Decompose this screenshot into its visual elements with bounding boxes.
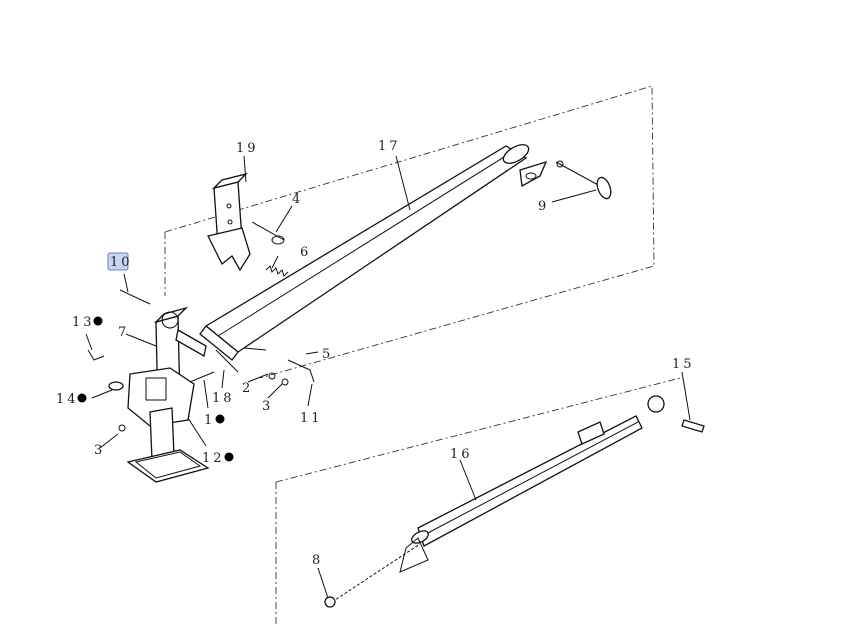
- leader-line: [91, 389, 113, 399]
- leader-line: [551, 189, 597, 203]
- mount-bracket: [207, 172, 251, 272]
- callout-1: 1: [204, 413, 215, 428]
- callout-5: 5: [322, 347, 333, 362]
- callout-11: 11: [300, 411, 323, 426]
- bushing: [108, 381, 124, 391]
- pin: [215, 349, 239, 373]
- callout-14: 14: [56, 392, 79, 407]
- leader-line: [307, 383, 313, 407]
- optional-marker-dot: [224, 452, 234, 462]
- leader-line: [681, 371, 691, 421]
- chain-tube: [399, 395, 665, 573]
- bolt: [189, 371, 215, 383]
- leader-line: [123, 273, 129, 293]
- callout-15: 15: [672, 357, 695, 372]
- assembly-outline-lower: [275, 377, 681, 625]
- leader-line: [243, 155, 247, 183]
- callout-17: 17: [378, 139, 401, 154]
- lynch-pin: [251, 221, 285, 245]
- safety-chain: [331, 543, 421, 603]
- leader-line: [203, 379, 209, 409]
- leader-line: [271, 255, 279, 269]
- leader-line: [187, 417, 207, 447]
- pin: [119, 289, 151, 305]
- callout-19: 19: [236, 141, 259, 156]
- leader-line: [275, 205, 293, 233]
- optional-marker-dot: [77, 393, 87, 403]
- leader-line: [305, 351, 319, 355]
- spring: [265, 265, 289, 277]
- leader-line: [459, 459, 477, 501]
- callout-9: 9: [538, 199, 549, 214]
- leader-line: [85, 333, 93, 351]
- leader-line: [99, 433, 119, 449]
- pin: [681, 419, 705, 433]
- bolt: [243, 347, 267, 351]
- optional-marker-dot: [215, 414, 225, 424]
- callout-3b: 3: [262, 399, 273, 414]
- nut: [268, 372, 276, 380]
- callout-13: 13: [72, 315, 95, 330]
- leader-line: [247, 373, 269, 383]
- nut: [281, 378, 289, 386]
- assembly-outline-upper: [164, 85, 655, 379]
- nut: [118, 424, 126, 432]
- leader-line: [395, 155, 411, 211]
- callout-2: 2: [242, 381, 253, 396]
- leader-line: [125, 333, 157, 347]
- callout-highlight: [107, 252, 129, 271]
- leader-line: [317, 567, 329, 599]
- callout-12: 12: [202, 451, 225, 466]
- callout-18: 18: [212, 391, 235, 406]
- pin: [287, 359, 315, 383]
- callout-10: 10: [110, 255, 133, 270]
- chain-hook: [324, 596, 336, 608]
- callout-7: 7: [118, 325, 129, 340]
- callout-8: 8: [312, 553, 323, 568]
- bent-pin: [87, 349, 105, 361]
- callout-4: 4: [292, 192, 303, 207]
- callout-3a: 3: [94, 443, 105, 458]
- leader-line: [221, 369, 225, 389]
- callout-16: 16: [450, 447, 473, 462]
- tongue-tube: [199, 144, 548, 361]
- jack-assembly: [126, 306, 210, 483]
- hitch-pin: [555, 160, 612, 200]
- leader-line: [267, 383, 283, 399]
- optional-marker-dot: [93, 316, 103, 326]
- callout-6: 6: [300, 245, 311, 260]
